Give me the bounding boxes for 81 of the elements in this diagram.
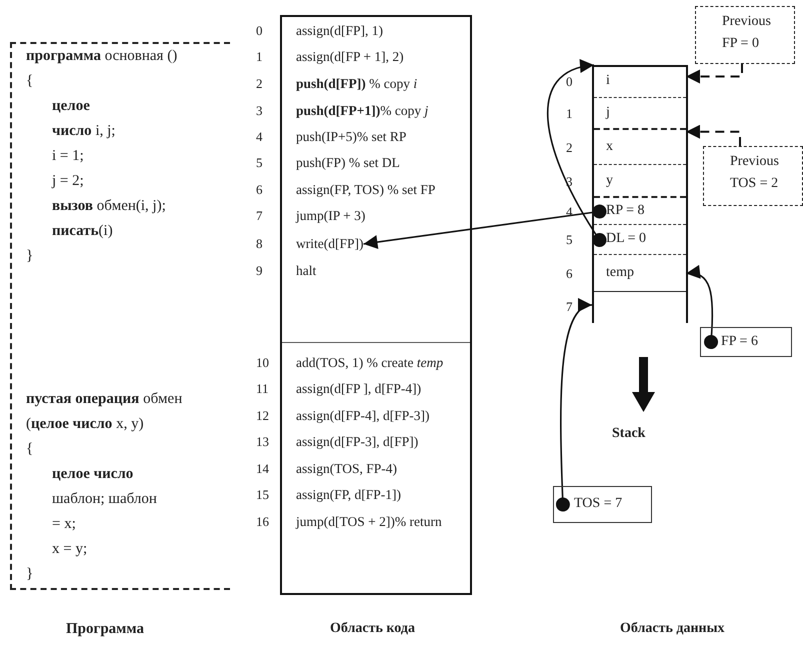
arrow xyxy=(547,60,607,247)
line-number: 13 xyxy=(256,433,269,451)
code-line: { xyxy=(26,72,34,90)
line-number: 14 xyxy=(256,460,269,478)
stack-label: Stack xyxy=(612,425,646,443)
code-line: = x; xyxy=(52,515,76,533)
program-listing-box xyxy=(10,42,230,590)
code-line: assign(d[FP ], d[FP-4]) xyxy=(282,380,422,398)
code-area-box xyxy=(280,15,472,595)
code-line: вызов обмен(i, j); xyxy=(52,197,166,215)
code-line: шаблон; шаблон xyxy=(52,490,157,508)
code-line: jump(d[TOS + 2])% return xyxy=(282,513,442,531)
line-number: 3 xyxy=(256,102,262,120)
code-line: push(IP+5)% set RP xyxy=(282,128,406,146)
code-line: halt xyxy=(282,262,316,280)
code-line: { xyxy=(26,440,34,458)
code-line: write(d[FP]) xyxy=(282,235,364,253)
line-number: 2 xyxy=(256,75,262,93)
code-line: i = 1; xyxy=(52,147,84,165)
line-number: 15 xyxy=(256,486,269,504)
line-number: 12 xyxy=(256,407,269,425)
code-line: assign(d[FP], 1) xyxy=(282,22,383,40)
line-number: 4 xyxy=(256,128,262,146)
code-line: пустая операция обмен xyxy=(26,390,182,408)
line-number: 1 xyxy=(256,48,262,66)
panel-caption: Область данных xyxy=(620,620,725,638)
arrow xyxy=(686,64,743,84)
panel-caption: Программа xyxy=(66,620,144,638)
code-line: add(TOS, 1) % create temp xyxy=(282,354,444,372)
stack-cell: RP = 8 xyxy=(594,198,686,225)
stack-index: 1 xyxy=(566,105,572,123)
stack-cell: i xyxy=(594,65,686,98)
code-line: целое xyxy=(52,97,90,115)
code-line: assign(d[FP-3], d[FP]) xyxy=(282,433,418,451)
stack-index: 0 xyxy=(566,72,572,90)
code-line: } xyxy=(26,565,34,583)
line-number: 9 xyxy=(256,262,262,280)
stack-cell: temp xyxy=(594,255,686,292)
code-line: assign(d[FP-4], d[FP-3]) xyxy=(282,407,430,425)
stack-index: 5 xyxy=(566,231,572,249)
stack-index: 2 xyxy=(566,138,572,156)
code-line: push(FP) % set DL xyxy=(282,154,400,172)
register-box: TOS = 7 xyxy=(553,486,652,523)
stack-cell: y xyxy=(594,165,686,198)
stack-index: 4 xyxy=(566,202,572,220)
arrow xyxy=(686,124,741,146)
line-number: 0 xyxy=(256,22,262,40)
code-line: x = y; xyxy=(52,540,88,558)
code-line: число i, j; xyxy=(52,122,116,140)
arrow xyxy=(686,266,718,349)
line-number: 8 xyxy=(256,235,262,253)
code-line: push(d[FP]) % copy i xyxy=(282,75,418,93)
stack-cell: j xyxy=(594,98,686,130)
arrow xyxy=(363,204,607,250)
code-line: целое число xyxy=(52,465,134,483)
code-line: assign(FP, TOS) % set FP xyxy=(282,181,436,199)
line-number: 10 xyxy=(256,354,269,372)
line-number: 5 xyxy=(256,154,262,172)
stack-box xyxy=(592,65,688,323)
code-line: писать(i) xyxy=(52,222,113,240)
code-line: программа основная () xyxy=(26,47,178,65)
line-number: 6 xyxy=(256,181,262,199)
line-number: 11 xyxy=(256,380,269,398)
code-line: (целое число x, y) xyxy=(26,415,144,433)
register-box: FP = 6 xyxy=(700,327,792,357)
code-line: } xyxy=(26,247,34,265)
note-box: Previous TOS = 2 xyxy=(703,146,803,206)
code-line: assign(FP, d[FP-1]) xyxy=(282,486,402,504)
stack-cell: DL = 0 xyxy=(594,225,686,255)
line-number: 7 xyxy=(256,207,262,225)
note-box: Previous FP = 0 xyxy=(695,6,795,64)
line-number: 16 xyxy=(256,513,269,531)
stack-index: 3 xyxy=(566,172,572,190)
code-line: jump(IP + 3) xyxy=(282,207,366,225)
code-line: push(d[FP+1])% copy j xyxy=(282,102,428,120)
stack-cell: x xyxy=(594,130,686,165)
code-line: assign(TOS, FP-4) xyxy=(282,460,398,478)
panel-caption: Область кода xyxy=(330,620,415,638)
stack-index: 6 xyxy=(566,264,572,282)
code-line: j = 2; xyxy=(52,172,84,190)
code-line: assign(d[FP + 1], 2) xyxy=(282,48,404,66)
